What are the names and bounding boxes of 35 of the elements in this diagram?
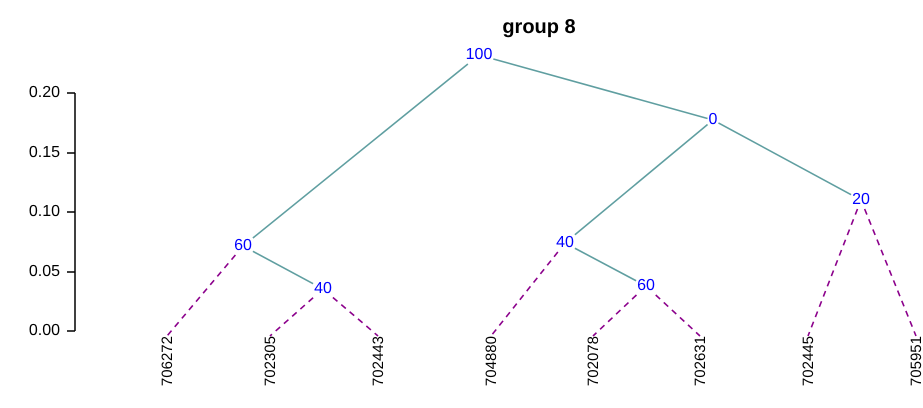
- branch-line: [493, 58, 708, 120]
- merge-value-label: 40: [314, 281, 332, 297]
- dashed-branch-line: [864, 208, 917, 336]
- axis-tick-label: 0.00: [28, 323, 60, 339]
- axis-tick-label: 0.15: [28, 145, 60, 161]
- leaf-label: 702631: [692, 336, 708, 386]
- axis-tick-label: 0.05: [28, 264, 60, 280]
- dashed-branch-line: [807, 208, 858, 336]
- merge-value-label: 0: [708, 112, 718, 128]
- branch-line: [252, 63, 468, 239]
- dashed-branch-line: [332, 296, 379, 337]
- chart-title: group 8: [502, 16, 576, 39]
- axis-tick-label: 0.20: [28, 85, 60, 101]
- leaf-label: 702445: [800, 336, 816, 386]
- merge-value-label: 60: [234, 238, 252, 254]
- dashed-branch-line: [592, 294, 637, 337]
- leaf-label: 702078: [586, 336, 600, 386]
- dashed-branch-line: [490, 252, 558, 336]
- dashed-branch-line: [166, 254, 236, 337]
- branch-line: [252, 250, 314, 284]
- axis-tick-label: 0.10: [28, 204, 60, 220]
- leaf-label: 702305: [262, 336, 278, 386]
- dashed-branch-line: [655, 294, 701, 337]
- merge-value-label: 40: [556, 235, 574, 251]
- branch-line: [574, 248, 636, 282]
- merge-value-label: 100: [466, 47, 492, 63]
- merge-value-label: 20: [852, 192, 870, 208]
- branch-line: [574, 124, 708, 236]
- branch-line: [718, 122, 852, 196]
- dashed-branch-line: [269, 297, 314, 337]
- leaf-label: 704880: [484, 336, 498, 386]
- leaf-label: 705951: [908, 336, 923, 386]
- leaf-label: 706272: [160, 336, 174, 386]
- merge-value-label: 60: [637, 278, 655, 294]
- leaf-label: 702443: [370, 336, 386, 386]
